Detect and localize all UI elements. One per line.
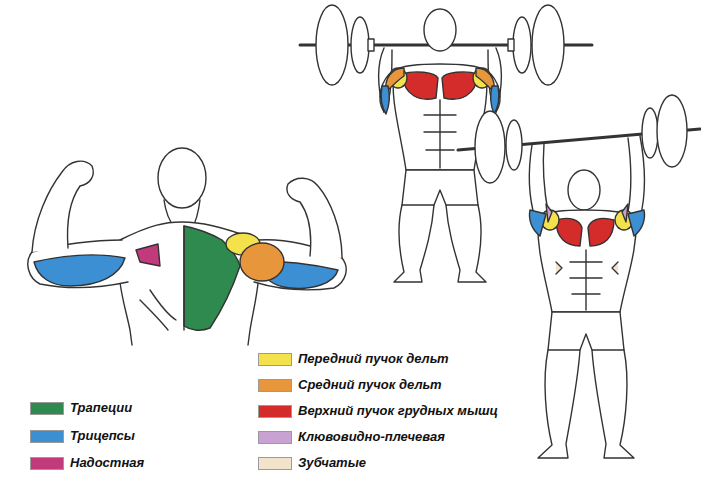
- legend-swatch: [258, 379, 292, 392]
- legend-label: Трапеции: [70, 400, 132, 416]
- legend-label: Средний пучок дельт: [298, 377, 441, 393]
- legend-swatch: [30, 457, 64, 470]
- legend-entry: Клювовидно-плечевая: [258, 430, 445, 446]
- legend-entry: Передний пучок дельт: [258, 352, 449, 368]
- legend-label: Надостная: [70, 455, 144, 471]
- legend-entry: Зубчатые: [258, 456, 366, 472]
- legend-swatch: [258, 353, 292, 366]
- legend-swatch: [30, 430, 64, 443]
- legend-label: Зубчатые: [298, 455, 366, 471]
- legend-entry: Надостная: [30, 456, 145, 472]
- legend-label: Клювовидно-плечевая: [298, 429, 445, 445]
- legend-entry: Верхний пучок грудных мышц: [258, 404, 498, 420]
- legend-label: Трицепсы: [70, 428, 135, 444]
- back-figure: [28, 148, 346, 345]
- legend-label: Передний пучок дельт: [298, 351, 449, 367]
- legend-swatch: [258, 431, 292, 444]
- legend-swatch: [258, 457, 292, 470]
- legend-entry: Трапеции: [30, 401, 133, 417]
- legend-label: Верхний пучок грудных мышц: [298, 403, 498, 419]
- legend-swatch: [30, 402, 64, 415]
- legend-entry: Трицепсы: [30, 429, 135, 445]
- legend-entry: Средний пучок дельт: [258, 378, 442, 394]
- legend-swatch: [258, 405, 292, 418]
